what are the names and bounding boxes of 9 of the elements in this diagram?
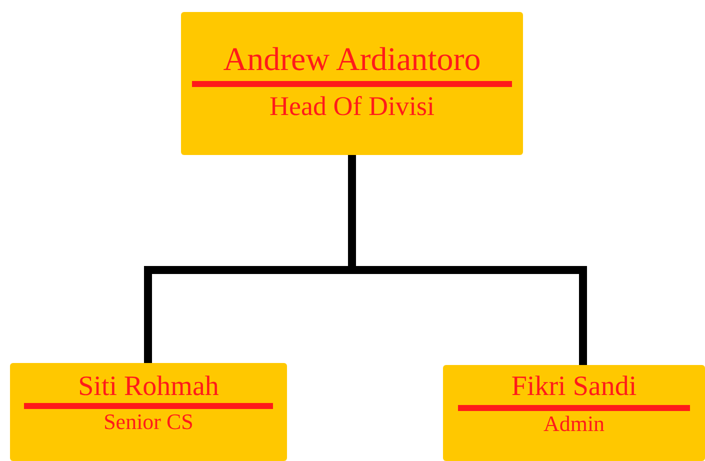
org-box [181, 12, 523, 155]
org-box [443, 365, 705, 461]
person-name: Siti Rohmah [78, 370, 219, 401]
person-name: Fikri Sandi [511, 370, 637, 401]
job-title: Senior CS [104, 411, 194, 433]
person-name: Andrew Ardiantoro [223, 41, 481, 77]
org-box [10, 363, 287, 461]
job-title: Admin [543, 413, 605, 435]
job-title: Head Of Divisi [270, 93, 434, 120]
